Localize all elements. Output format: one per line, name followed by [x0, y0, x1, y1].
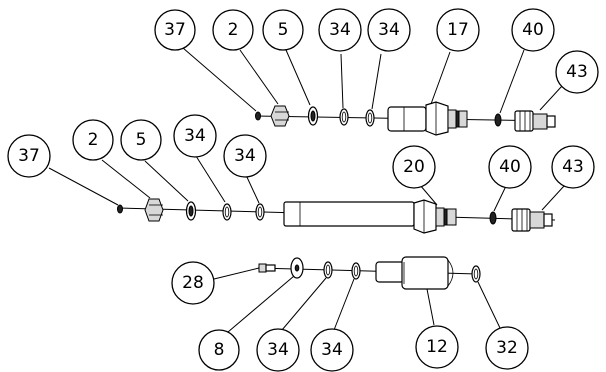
balloon-label: 40: [499, 157, 521, 177]
balloon-20: 20: [392, 145, 436, 189]
part-5-mid: [185, 201, 197, 221]
balloon-5-top: 5: [262, 9, 304, 51]
balloon-8: 8: [198, 329, 240, 371]
balloon-label: 12: [426, 337, 448, 357]
balloon-34a-mid: 34: [173, 114, 217, 158]
balloon-40-top: 40: [511, 8, 555, 52]
part-2-top: [270, 105, 290, 127]
balloon-34a-bot: 34: [256, 328, 300, 372]
balloon-2-top: 2: [212, 9, 254, 51]
balloon-label: 8: [214, 340, 225, 360]
balloon-28: 28: [171, 261, 215, 305]
part-8: [290, 257, 304, 279]
part-37-mid: [117, 204, 123, 214]
balloon-label: 34: [234, 146, 256, 166]
balloon-label: 34: [321, 340, 343, 360]
middle-assembly: [117, 198, 556, 234]
balloon-label: 43: [566, 62, 588, 82]
balloon-40-mid: 40: [488, 145, 532, 189]
balloon-43-top: 43: [555, 50, 599, 94]
part-28: [258, 263, 276, 273]
top-assembly: [255, 101, 556, 136]
part-43-top: [514, 110, 556, 132]
balloon-label: 40: [522, 20, 544, 40]
balloon-label: 20: [403, 157, 425, 177]
balloon-34b-bot: 34: [310, 328, 354, 372]
balloon-34a-top: 34: [318, 8, 362, 52]
leader-lines: [48, 47, 565, 333]
balloon-5-mid: 5: [120, 119, 162, 161]
balloon-2-mid: 2: [72, 119, 114, 161]
part-34a-mid: [222, 203, 232, 221]
balloon-label: 5: [278, 20, 289, 40]
balloon-34b-mid: 34: [223, 134, 267, 178]
part-34a-top: [339, 108, 349, 126]
balloon-label: 5: [136, 130, 147, 150]
part-34b-top: [365, 109, 375, 127]
part-34b-mid: [255, 203, 265, 221]
part-5-top: [307, 106, 319, 126]
balloon-label: 43: [562, 157, 584, 177]
balloon-37-mid: 37: [7, 134, 51, 178]
balloon-17: 17: [436, 8, 480, 52]
balloon-label: 34: [378, 20, 400, 40]
balloon-label: 2: [228, 20, 239, 40]
balloon-12: 12: [415, 325, 459, 369]
balloon-label: 34: [329, 20, 351, 40]
balloon-label: 34: [184, 126, 206, 146]
part-37-top: [255, 111, 261, 121]
part-34b-bot: [351, 262, 361, 280]
part-43-mid: [511, 208, 553, 232]
part-40-mid: [489, 211, 497, 225]
part-40-top: [494, 113, 502, 127]
part-34a-bot: [323, 261, 333, 279]
part-32: [471, 265, 481, 283]
balloon-32: 32: [485, 326, 529, 370]
balloon-label: 2: [88, 130, 99, 150]
balloon-label: 37: [18, 146, 40, 166]
part-12-body: [375, 256, 454, 290]
balloon-label: 28: [182, 273, 204, 293]
balloon-34b-top: 34: [367, 8, 411, 52]
bottom-assembly: [257, 256, 481, 290]
balloon-label: 32: [496, 338, 518, 358]
balloon-label: 37: [164, 20, 186, 40]
part-20-body: [283, 199, 457, 234]
balloon-43-mid: 43: [551, 145, 595, 189]
balloon-37-top: 37: [154, 9, 196, 51]
part-17-body: [387, 101, 468, 136]
balloon-label: 17: [447, 20, 469, 40]
balloon-label: 34: [267, 340, 289, 360]
part-2-mid: [144, 198, 164, 222]
